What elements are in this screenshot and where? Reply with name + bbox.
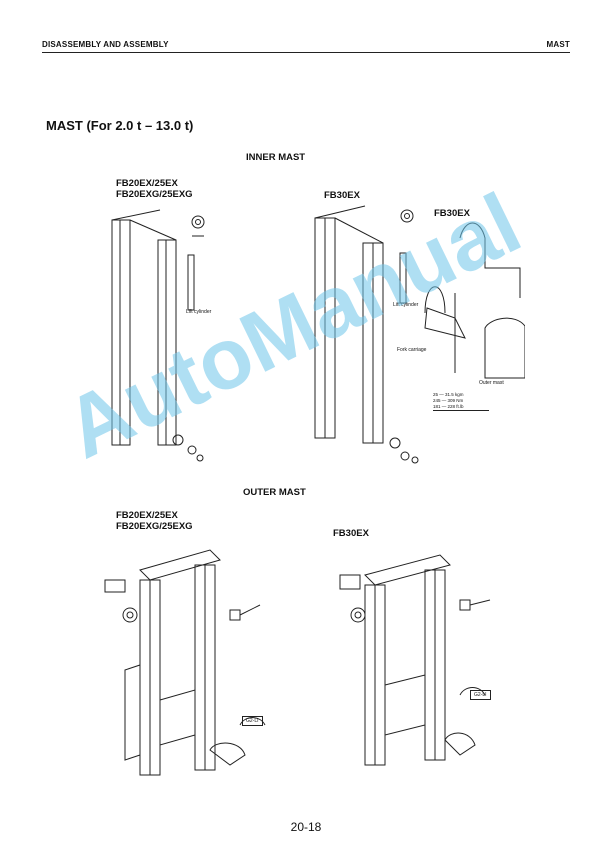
torque-spec-nm: 245 — 309 Nm [433, 398, 464, 403]
outer-mast-left-drawing [104, 549, 266, 776]
inner-left-model-2: FB20EXG/25EXG [116, 189, 193, 200]
outer-left-grease-label: G2-LI [242, 716, 263, 726]
inner-right-model-2: FB30EX [434, 208, 470, 219]
inner-right-model: FB30EX [324, 190, 360, 201]
inner-mast-heading: INNER MAST [246, 152, 306, 163]
torque-spec-kgm: 25 — 31.5 kgm [433, 392, 464, 397]
inner-left-model-1: FB20EX/25EX [116, 178, 178, 189]
outer-right-grease-label: G2-LI [470, 690, 491, 700]
page-header: DISASSEMBLY AND ASSEMBLY MAST [42, 38, 570, 53]
header-section: DISASSEMBLY AND ASSEMBLY [42, 40, 169, 49]
fork-carriage-label: Fork carriage [397, 347, 427, 353]
inner-left-lift-cylinder: Lift cylinder [186, 309, 212, 315]
inner-mast-left-drawing [111, 209, 205, 462]
inner-mast-right-drawing [314, 205, 525, 464]
page-title: MAST (For 2.0 t – 13.0 t) [46, 118, 194, 133]
outer-right-model: FB30EX [333, 528, 369, 539]
outer-left-model-2: FB20EXG/25EXG [116, 521, 193, 532]
torque-spec-ftlb: 181 — 228 ft.lb [433, 404, 464, 409]
outer-left-model-1: FB20EX/25EX [116, 510, 178, 521]
outer-mast-right-drawing [339, 554, 491, 766]
outer-mast-label: Outer mast [479, 380, 504, 386]
header-topic: MAST [546, 40, 570, 49]
page-number: 20-18 [290, 820, 322, 834]
torque-spec-box: 25 — 31.5 kgm 245 — 309 Nm 181 — 228 ft.… [433, 392, 489, 411]
inner-right-lift-cylinder: Lift cylinder [393, 302, 419, 308]
outer-mast-heading: OUTER MAST [243, 487, 306, 498]
